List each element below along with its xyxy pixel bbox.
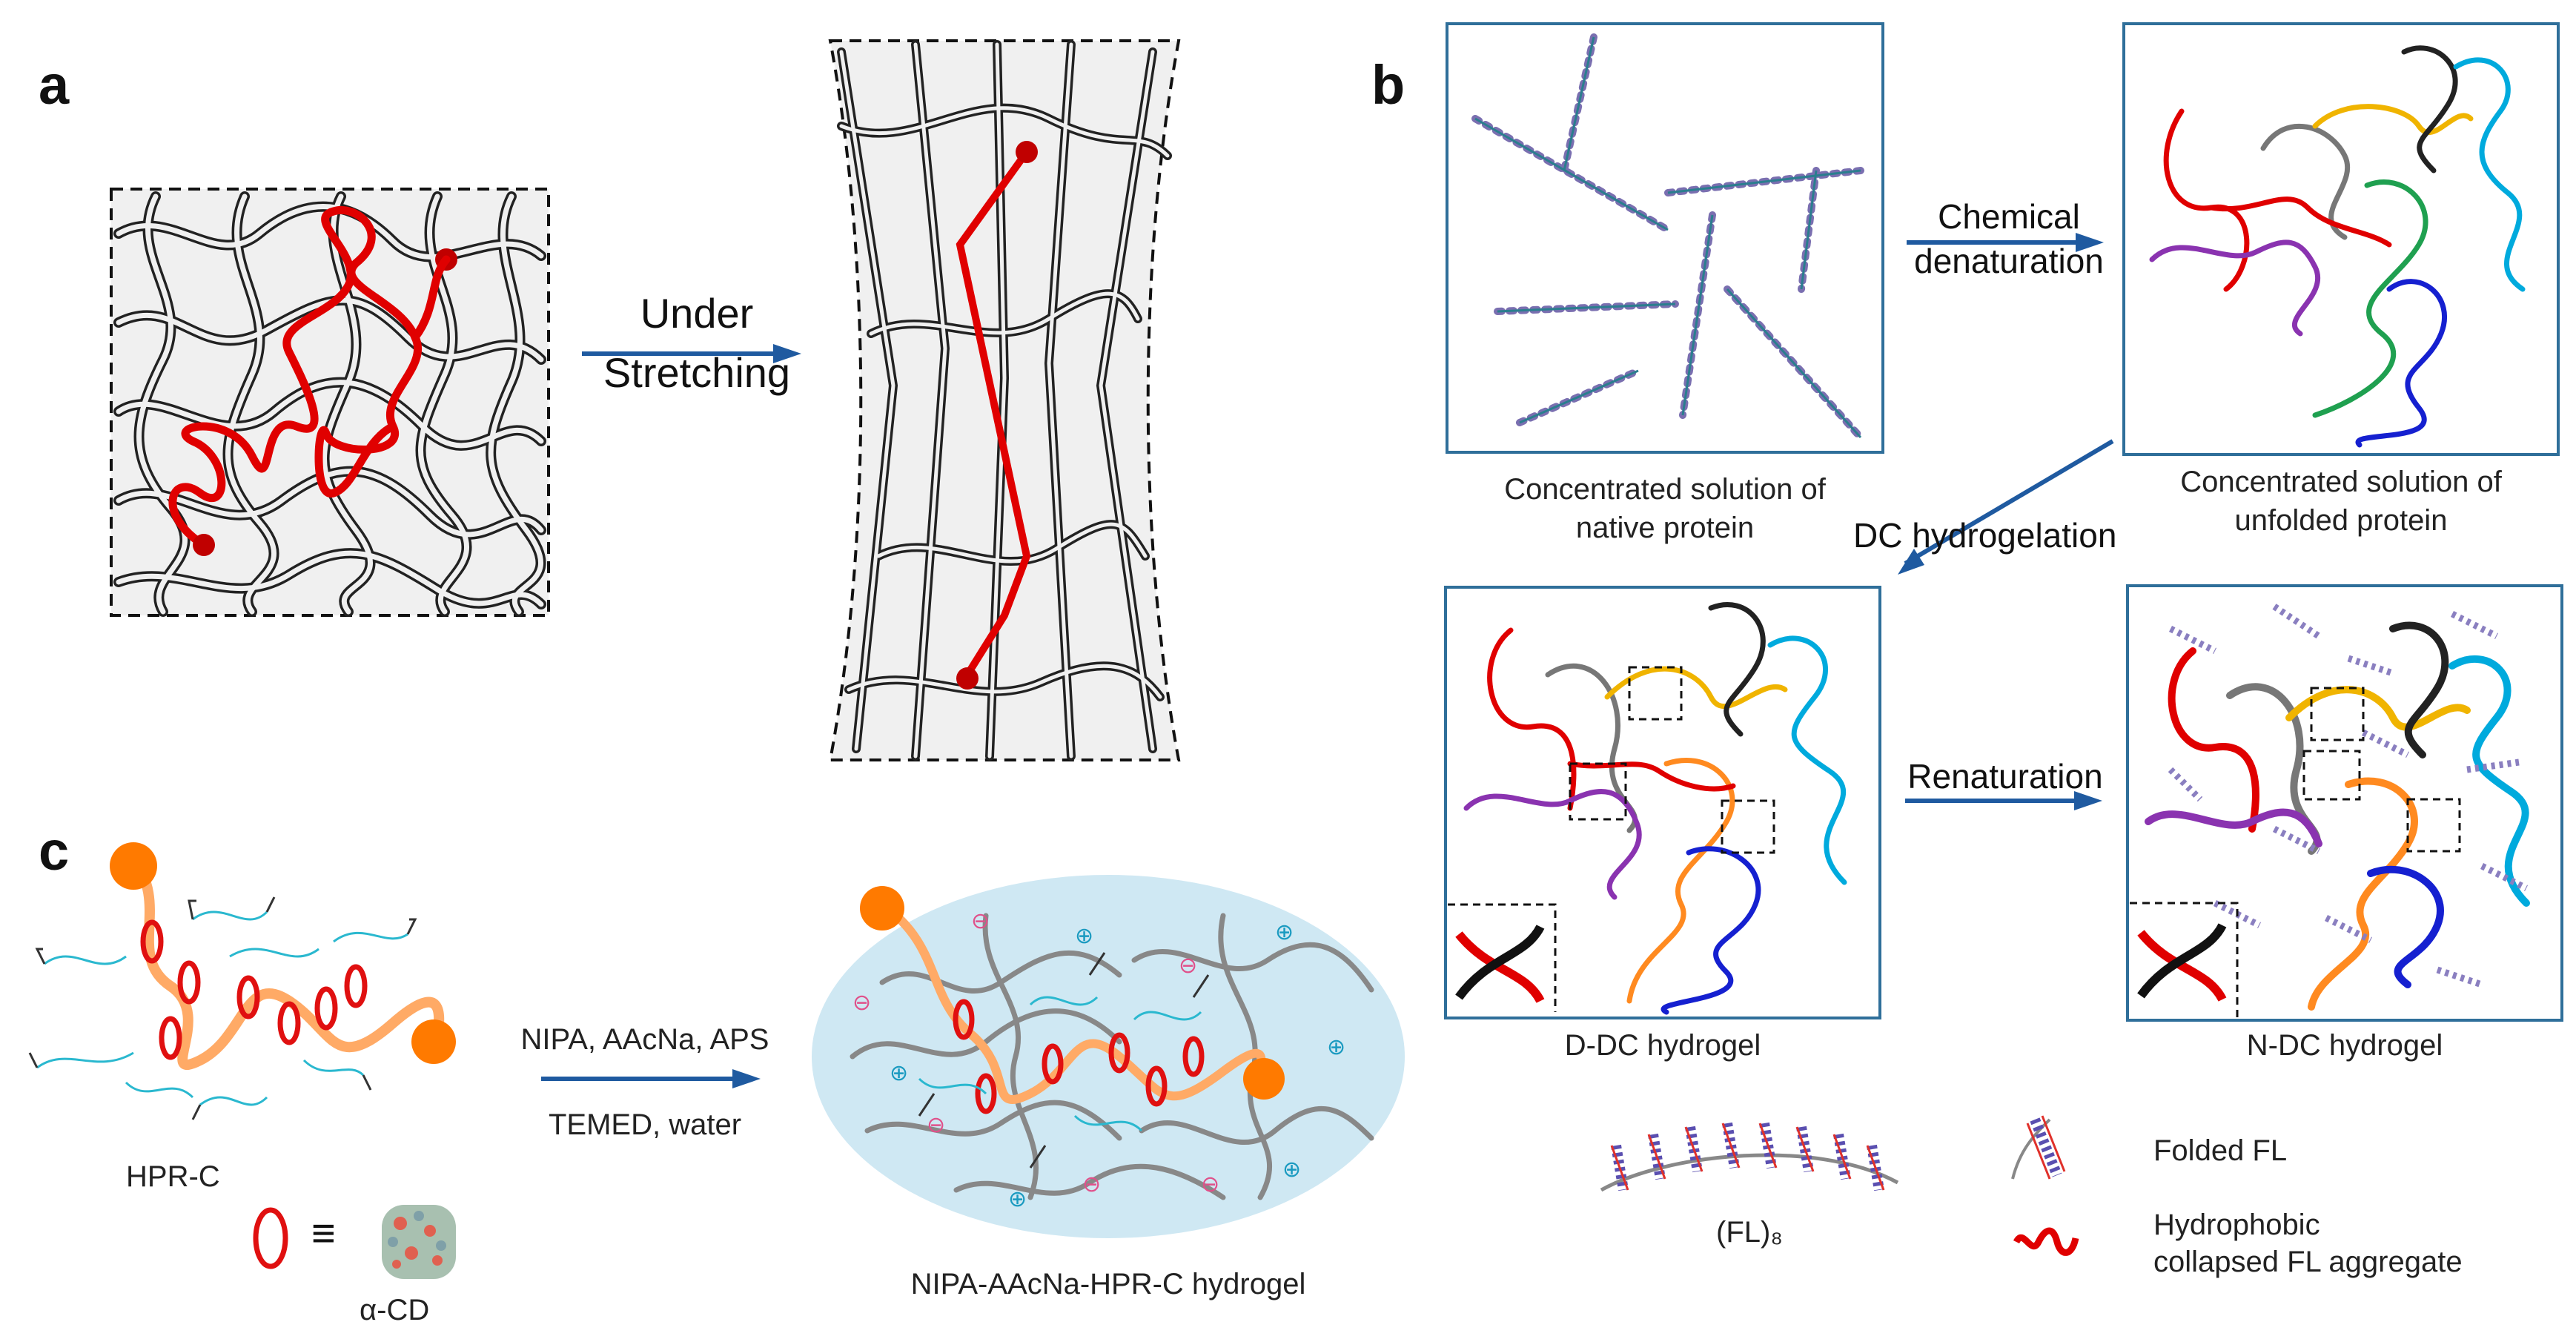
hydrogelation-label: DC hydrogelation (1853, 516, 2117, 555)
cation-marker-6: ⊕ (1282, 1157, 1302, 1182)
legend-aggregate-line1: Hydrophobic (2153, 1209, 2320, 1241)
anion-marker-4: ⊖ (927, 1113, 946, 1137)
denaturation-arrow (1907, 233, 2104, 252)
panel-b-label: b (1371, 54, 1405, 116)
renaturation-label: Renaturation (1907, 757, 2103, 796)
alpha-cd-ring-icon (253, 1207, 288, 1269)
panel-a-label: a (39, 54, 70, 116)
panel-a-stretched-network (828, 39, 1181, 761)
box1-caption-line2: native protein (1575, 512, 1755, 544)
legend-aggregate-icon (2013, 1227, 2079, 1256)
box-unfolded-protein (2122, 22, 2560, 456)
legend-fl8-chain (1600, 1122, 1899, 1192)
reaction-arrow (541, 1069, 761, 1088)
alpha-cd-equiv-symbol: ≡ (311, 1209, 336, 1256)
box-d-dc-hydrogel (1444, 586, 1881, 1019)
box1-caption-line1: Concentrated solution of (1504, 473, 1826, 506)
hpr-c-precursor (28, 842, 456, 1120)
reagents-line2: TEMED, water (548, 1108, 742, 1141)
anion-marker-2: ⊖ (852, 991, 872, 1015)
stretch-label-line2: Stretching (603, 349, 791, 396)
legend-folded-fl-icon (2011, 1115, 2066, 1180)
cation-marker-4: ⊕ (1327, 1035, 1346, 1060)
reagents-line1: NIPA, AAcNa, APS (520, 1023, 769, 1056)
stretch-arrow (582, 344, 801, 363)
denaturation-label-line2: denaturation (1914, 242, 2104, 280)
box2-caption-line2: unfolded protein (2234, 504, 2448, 537)
cation-marker-1: ⊕ (1275, 920, 1294, 945)
anion-marker-1: ⊖ (971, 909, 990, 933)
nipa-hydrogel-network (812, 875, 1405, 1238)
legend-aggregate-line2: collapsed FL aggregate (2153, 1246, 2463, 1278)
stretch-label-line1: Under (640, 290, 754, 337)
anion-marker-5: ⊖ (1082, 1172, 1102, 1197)
anion-marker-3: ⊖ (1179, 953, 1198, 978)
anion-marker-6: ⊖ (1201, 1172, 1220, 1197)
hpr-c-label: HPR-C (126, 1160, 220, 1193)
box2-caption-line1: Concentrated solution of (2180, 466, 2502, 498)
panel-a-relaxed-network (110, 188, 550, 617)
cation-marker-3: ⊕ (890, 1061, 909, 1085)
denaturation-label-line1: Chemical (1938, 197, 2080, 236)
hydrogel-product-label: NIPA-AAcNa-HPR-C hydrogel (910, 1268, 1306, 1300)
renaturation-arrow (1905, 791, 2102, 810)
alpha-cd-molecule-icon (382, 1205, 456, 1279)
alpha-cd-label: α-CD (360, 1294, 430, 1326)
panel-c-label: c (39, 820, 70, 882)
box-n-dc-hydrogel (2126, 584, 2563, 1022)
box4-caption: N-DC hydrogel (2246, 1029, 2443, 1062)
hydrogelation-arrow (1898, 439, 2114, 575)
legend-fl8-label: (FL)₈ (1716, 1216, 1783, 1249)
cation-marker-5: ⊕ (1008, 1187, 1027, 1212)
cation-marker-2: ⊕ (1075, 924, 1094, 948)
legend-folded-label: Folded FL (2153, 1134, 2288, 1167)
box-native-protein (1446, 22, 1884, 454)
box3-caption: D-DC hydrogel (1564, 1029, 1761, 1062)
